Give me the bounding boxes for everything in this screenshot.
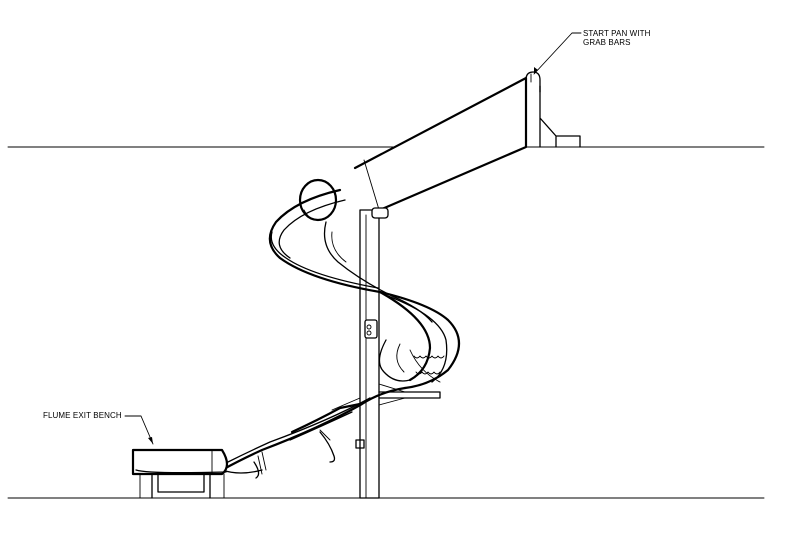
start-pan-leader [533, 32, 582, 75]
support-column [355, 207, 441, 499]
start-pan-label-line1: START PAN WITH [583, 29, 651, 38]
start-pan-support [525, 71, 581, 148]
start-pan-label: START PAN WITH GRAB BARS [583, 29, 650, 47]
exit-bench-label: FLUME EXIT BENCH [43, 411, 122, 420]
exit-bench-leader [124, 415, 154, 445]
start-section-tube [353, 76, 528, 214]
start-pan-arrowhead [534, 67, 538, 74]
exit-bench [131, 448, 229, 499]
spiral-flume [268, 178, 461, 390]
start-pan-label-line2: GRAB BARS [583, 38, 631, 47]
exit-bench-arrowhead [148, 437, 153, 444]
exit-chute [220, 386, 407, 479]
